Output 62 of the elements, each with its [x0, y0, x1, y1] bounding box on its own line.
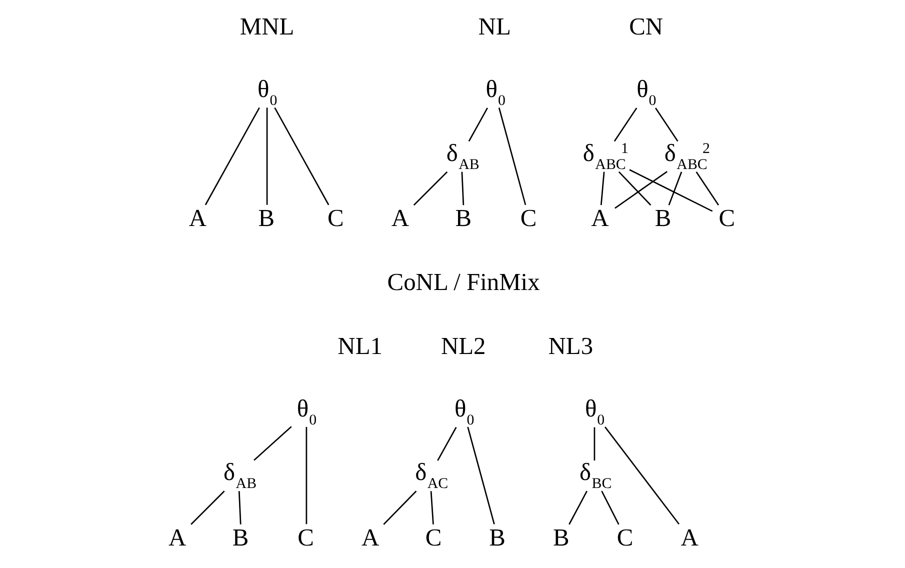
node-text: A: [168, 524, 186, 552]
connector: [696, 171, 720, 206]
connector: [254, 426, 292, 461]
label: NL1: [338, 332, 382, 360]
node-text: C: [328, 205, 344, 232]
connector: [383, 490, 417, 525]
node-text: δ$_{AB}$: [224, 459, 257, 492]
connector: [306, 426, 308, 524]
connector: [600, 172, 605, 206]
connector: [668, 172, 682, 206]
node-text: θ$_{0}$: [636, 76, 656, 110]
node-text: C: [425, 524, 442, 552]
connector: [190, 490, 225, 525]
label: NL3: [548, 332, 594, 360]
connector: [568, 490, 588, 525]
connector: [601, 490, 620, 525]
node-text: θ$_{0}$: [454, 395, 474, 428]
connector: [266, 108, 268, 205]
connector: [413, 171, 448, 206]
node-text: C: [616, 524, 634, 552]
label: MNL: [240, 14, 294, 41]
node-text: δ$_{AB}$: [446, 140, 480, 173]
node-text: A: [188, 205, 207, 232]
node-text: A: [680, 524, 698, 552]
connector: [594, 427, 596, 461]
node-text: C: [718, 205, 736, 232]
connector: [430, 491, 434, 524]
connector: [614, 170, 668, 209]
connector: [467, 426, 495, 524]
connector: [204, 107, 260, 206]
connector: [614, 108, 638, 142]
label: CN: [629, 14, 664, 41]
node-text: B: [654, 205, 672, 232]
connector: [498, 107, 526, 206]
node-text: C: [298, 524, 314, 552]
node-text: θ$_{0}$: [258, 76, 278, 110]
node-text: δ$_{AC}$: [415, 459, 448, 492]
connector: [461, 172, 464, 206]
connector: [655, 108, 678, 142]
node-text: C: [520, 205, 537, 232]
node-text: B: [232, 524, 249, 552]
node-text: A: [391, 205, 410, 232]
connector: [618, 171, 652, 206]
connector: [238, 491, 242, 524]
label: NL: [478, 14, 511, 41]
node-text: B: [258, 205, 275, 232]
label: CoNL / FinMix: [387, 268, 540, 296]
node-text: A: [591, 205, 609, 232]
node-text: θ$_{0}$: [296, 395, 317, 428]
node-text: B: [553, 524, 570, 552]
connector: [629, 169, 713, 212]
connector: [604, 426, 680, 525]
node-text: θ$_{0}$: [584, 395, 605, 428]
node-text: δ$_{BC}$: [580, 459, 612, 492]
node-text: B: [489, 524, 506, 552]
label: NL2: [440, 332, 486, 360]
connector: [274, 107, 330, 206]
connector: [437, 426, 457, 461]
connector: [468, 108, 488, 142]
node-text: θ$_{0}$: [486, 76, 506, 110]
node-text: B: [455, 205, 472, 232]
node-text: A: [361, 524, 380, 552]
